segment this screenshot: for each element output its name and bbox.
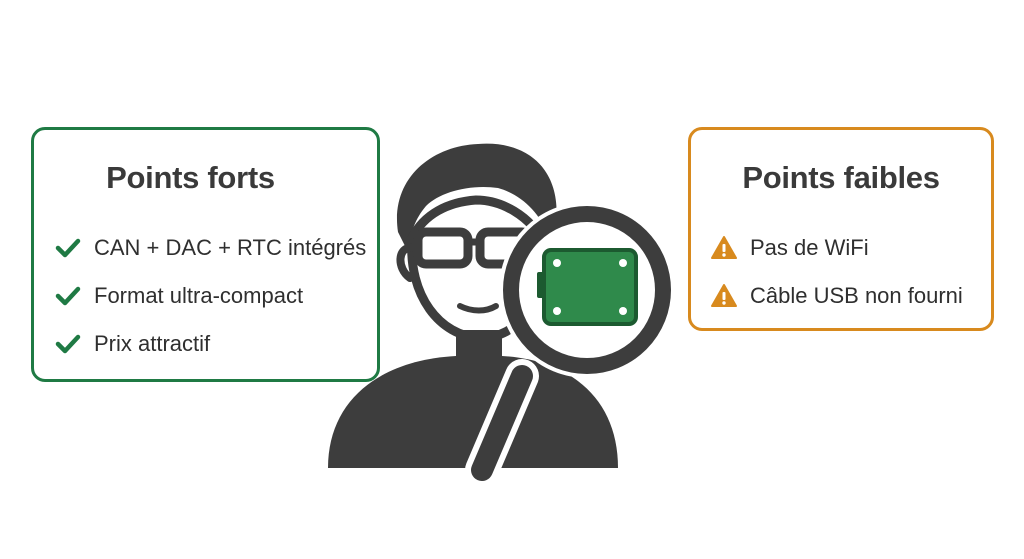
check-icon (54, 234, 82, 262)
weakness-label: Pas de WiFi (750, 235, 869, 260)
hair-shape (396, 143, 557, 256)
check-icon (54, 282, 82, 310)
strength-item: Format ultra-compact (54, 272, 366, 320)
circuit-board-icon (537, 248, 638, 326)
magnifier-handle-fill (471, 365, 533, 481)
weaknesses-title: Points faibles (742, 160, 940, 195)
weaknesses-list: Pas de WiFi Câble USB non fourni (710, 224, 963, 320)
torso-shape (328, 356, 618, 468)
weaknesses-panel: Points faibles Pas de WiFi (688, 127, 994, 331)
strength-label: CAN + DAC + RTC intégrés (94, 235, 367, 260)
strength-item: CAN + DAC + RTC intégrés (54, 224, 366, 272)
check-icon (54, 330, 82, 358)
warning-icon (710, 234, 738, 262)
weakness-item: Câble USB non fourni (710, 272, 963, 320)
strength-label: Prix attractif (94, 331, 211, 356)
left-ear (396, 244, 416, 282)
strengths-title: Points forts (106, 160, 275, 195)
strength-item: Prix attractif (54, 320, 366, 368)
warning-icon (710, 282, 738, 310)
strengths-panel: Points forts CAN + DAC + RTC intégrés Fo… (31, 127, 380, 382)
strength-label: Format ultra-compact (94, 283, 304, 308)
strengths-list: CAN + DAC + RTC intégrés Format ultra-co… (54, 224, 366, 368)
weakness-label: Câble USB non fourni (750, 283, 963, 308)
mouth-shape (457, 303, 499, 314)
weakness-item: Pas de WiFi (710, 224, 963, 272)
